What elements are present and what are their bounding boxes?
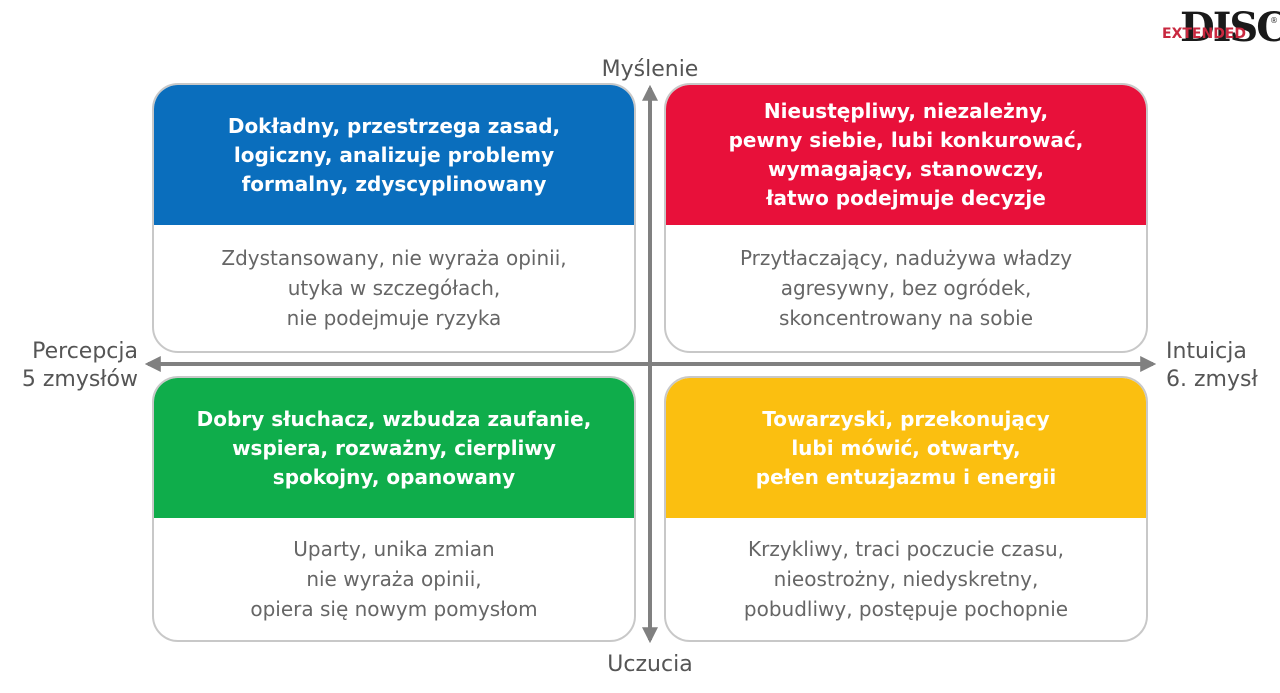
weakness-line: agresywny, bez ogródek, [780,276,1032,300]
axis-label-bottom: Uczucia [607,652,693,677]
axis-label-right: Intuicja 6. zmysł [1166,338,1280,394]
quadrant-weaknesses: Krzykliwy, traci poczucie czasu, nieostr… [666,518,1146,640]
quadrant-weaknesses: Uparty, unika zmian nie wyraża opinii, o… [154,518,634,640]
quadrant-bottom-left: Dobry słuchacz, wzbudza zaufanie, wspier… [152,376,636,642]
weakness-line: nieostrożny, niedyskretny, [773,567,1039,591]
quadrant-bottom-right: Towarzyski, przekonujący lubi mówić, otw… [664,376,1148,642]
weakness-line: pobudliwy, postępuje pochopnie [743,597,1069,621]
axis-label-top: Myślenie [601,57,699,82]
strength-line: pełen entuzjazmu i energii [755,464,1057,489]
strength-line: logiczny, analizuje problemy [233,142,555,167]
quadrant-strengths: Nieustępliwy, niezależny, pewny siebie, … [666,85,1146,225]
logo-sub-text: EXTENDED [1162,26,1246,42]
strength-line: lubi mówić, otwarty, [791,435,1021,460]
weakness-line: utyka w szczegółach, [287,276,501,300]
strength-line: spokojny, opanowany [272,464,516,489]
strength-line: pewny siebie, lubi konkurować, [728,128,1084,152]
strength-line: wspiera, rozważny, cierpliwy [232,435,556,460]
strength-line: łatwo podejmuje decyzje [766,186,1046,210]
strength-line: Nieustępliwy, niezależny, [763,99,1049,123]
axis-label-left-line: 5 zmysłów [21,367,138,392]
strength-line: wymagający, stanowczy, [768,157,1044,181]
weakness-line: Krzykliwy, traci poczucie czasu, [747,537,1065,561]
axis-label-right-line: Intuicja [1166,339,1247,364]
strength-line: formalny, zdyscyplinowany [241,171,547,196]
quadrant-strengths: Dokładny, przestrzega zasad, logiczny, a… [154,85,634,225]
quadrant-weaknesses: Przytłaczający, nadużywa władzy agresywn… [666,225,1146,351]
quadrant-strengths: Towarzyski, przekonujący lubi mówić, otw… [666,378,1146,518]
axis-label-right-line: 6. zmysł [1166,367,1258,392]
strength-line: Towarzyski, przekonujący [762,406,1050,431]
weakness-line: nie wyraża opinii, [306,567,482,591]
axis-label-left: Percepcja 5 zmysłów [0,338,138,394]
weakness-line: Uparty, unika zmian [293,537,495,561]
weakness-line: Zdystansowany, nie wyraża opinii, [221,246,567,270]
disc-extended-logo: DISC EXTENDED ® [1162,4,1280,64]
quadrant-weaknesses: Zdystansowany, nie wyraża opinii, utyka … [154,225,634,351]
quadrant-strengths: Dobry słuchacz, wzbudza zaufanie, wspier… [154,378,634,518]
quadrant-top-left: Dokładny, przestrzega zasad, logiczny, a… [152,83,636,353]
weakness-line: nie podejmuje ryzyka [286,306,502,330]
quadrant-top-right: Nieustępliwy, niezależny, pewny siebie, … [664,83,1148,353]
weakness-line: skoncentrowany na sobie [778,306,1034,330]
logo-main-text: DISC [1180,4,1280,51]
weakness-line: opiera się nowym pomysłom [250,597,538,621]
axis-label-left-line: Percepcja [32,339,138,364]
weakness-line: Przytłaczający, nadużywa władzy [739,246,1073,270]
strength-line: Dokładny, przestrzega zasad, [227,113,561,138]
registered-mark-icon: ® [1270,16,1278,25]
strength-line: Dobry słuchacz, wzbudza zaufanie, [196,406,592,431]
